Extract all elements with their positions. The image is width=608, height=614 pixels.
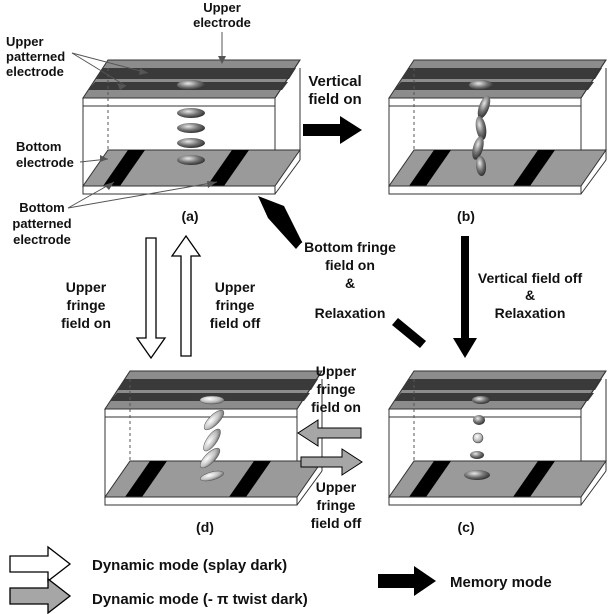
svg-text:Upper: Upper bbox=[316, 479, 357, 495]
svg-text:&: & bbox=[525, 287, 535, 303]
panel-label-b: (b) bbox=[457, 208, 475, 224]
svg-text:Vertical: Vertical bbox=[308, 73, 361, 90]
svg-text:Upper: Upper bbox=[6, 34, 44, 49]
arrow-upper-fringe-off-mid: Upper fringe field off bbox=[300, 448, 363, 531]
svg-text:Bottom fringe: Bottom fringe bbox=[304, 239, 396, 255]
svg-text:field on: field on bbox=[61, 315, 111, 331]
label-upper-electrode: Upper electrode bbox=[193, 0, 251, 64]
arrow-upper-fringe-on-mid: Upper fringe field on bbox=[297, 363, 362, 447]
svg-text:field off: field off bbox=[311, 515, 362, 531]
cell-a bbox=[82, 59, 301, 195]
svg-text:Bottom: Bottom bbox=[19, 200, 65, 215]
svg-text:electrode: electrode bbox=[6, 64, 64, 79]
svg-text:Vertical field off: Vertical field off bbox=[478, 270, 583, 286]
label-bottom-electrode: Bottom electrode bbox=[16, 139, 109, 170]
legend-black-label: Memory mode bbox=[450, 574, 552, 591]
arrow-upper-fringe-off-left: Upper fringe field off bbox=[170, 234, 261, 357]
arrow-vertical-field-on: Vertical field on bbox=[303, 73, 362, 144]
legend-white-label: Dynamic mode (splay dark) bbox=[92, 557, 287, 574]
legend-gray: Dynamic mode (- π twist dark) bbox=[9, 577, 308, 614]
svg-text:patterned: patterned bbox=[6, 49, 65, 64]
svg-text:Upper: Upper bbox=[316, 363, 357, 379]
legend-black: Memory mode bbox=[378, 566, 552, 596]
svg-text:Bottom: Bottom bbox=[16, 139, 62, 154]
bottom-stripe-1 bbox=[103, 150, 145, 186]
arrow-upper-fringe-on-left: Upper fringe field on bbox=[61, 237, 167, 360]
panel-label-d: (d) bbox=[196, 519, 214, 535]
svg-text:Upper: Upper bbox=[66, 279, 107, 295]
svg-text:electrode: electrode bbox=[193, 15, 251, 30]
svg-text:field on: field on bbox=[308, 91, 361, 108]
svg-text:&: & bbox=[345, 275, 355, 291]
svg-text:field on: field on bbox=[311, 399, 361, 415]
legend-white-arrow bbox=[9, 545, 72, 583]
svg-text:electrode: electrode bbox=[16, 155, 74, 170]
svg-text:fringe: fringe bbox=[317, 381, 356, 397]
panel-label-c: (c) bbox=[457, 519, 474, 535]
svg-text:Upper: Upper bbox=[215, 279, 256, 295]
svg-text:electrode: electrode bbox=[13, 232, 71, 247]
cell-d bbox=[104, 370, 323, 506]
cell-c bbox=[388, 370, 607, 506]
legend-gray-label: Dynamic mode (- π twist dark) bbox=[92, 591, 308, 608]
panel-label-a: (a) bbox=[181, 208, 198, 224]
arrow-vertical-field-off: Vertical field off & Relaxation bbox=[453, 236, 582, 358]
svg-text:fringe: fringe bbox=[67, 297, 106, 313]
svg-text:field on: field on bbox=[325, 257, 375, 273]
svg-text:Relaxation: Relaxation bbox=[495, 305, 566, 321]
legend-black-arrow bbox=[378, 566, 436, 596]
arrow-bottom-fringe: Bottom fringe field on & Relaxation bbox=[258, 196, 426, 348]
legend-white: Dynamic mode (splay dark) bbox=[9, 545, 287, 583]
label-upper-patterned-electrode: Upper patterned electrode bbox=[6, 34, 149, 90]
cell-b bbox=[388, 59, 607, 195]
top-stripe-1 bbox=[96, 68, 296, 79]
svg-text:patterned: patterned bbox=[12, 216, 71, 231]
svg-text:Upper: Upper bbox=[203, 0, 241, 15]
svg-text:fringe: fringe bbox=[216, 297, 255, 313]
label-bottom-patterned-electrode: Bottom patterned electrode bbox=[12, 181, 218, 247]
bottom-stripe-2 bbox=[207, 150, 249, 186]
svg-text:field off: field off bbox=[210, 315, 261, 331]
legend-gray-arrow bbox=[9, 577, 72, 614]
svg-text:fringe: fringe bbox=[317, 497, 356, 513]
svg-text:Relaxation: Relaxation bbox=[315, 305, 386, 321]
